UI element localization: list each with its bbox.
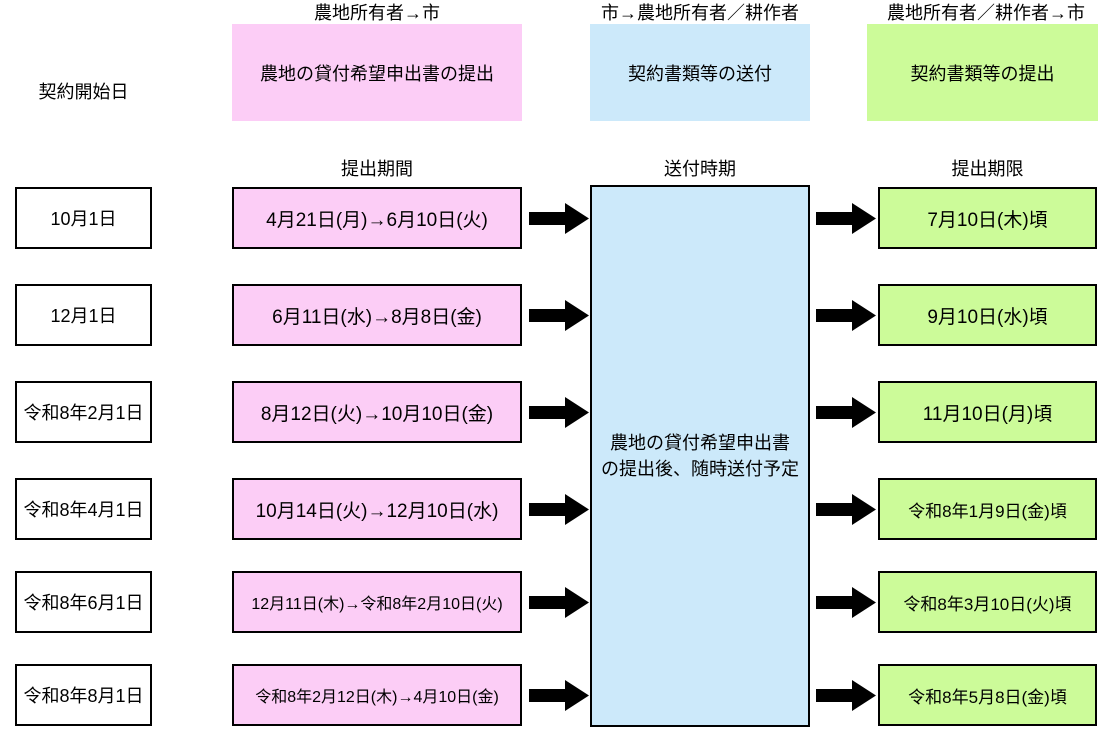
arrow-right-icon xyxy=(529,300,589,331)
sending-note-line2: の提出後、随時送付予定 xyxy=(601,459,799,479)
submission-period-sub-label: 提出期間 xyxy=(341,159,413,179)
arrow-right-icon xyxy=(816,680,876,711)
start-date-box: 令和8年2月1日 xyxy=(15,381,152,443)
sending-note-line1: 農地の貸付希望申出書 xyxy=(610,432,790,453)
sending-note-box: 農地の貸付希望申出書 の提出後、随時送付予定 xyxy=(590,185,810,727)
deadline-box: 7月10日(木)頃 xyxy=(878,187,1097,249)
submission-period-box: 令和8年2月12日(木)→4月10日(金) xyxy=(232,664,522,726)
deadline-box: 令和8年1月9日(金)頃 xyxy=(878,478,1097,540)
arrow-right-icon xyxy=(529,397,589,428)
deadline-box: 9月10日(水)頃 xyxy=(878,284,1097,346)
arrow-right-icon xyxy=(529,203,589,234)
submission-column-header-label: 農地の貸付希望申出書の提出 xyxy=(260,63,494,84)
sending-column-header-label: 契約書類等の送付 xyxy=(628,63,772,84)
arrow-right-icon xyxy=(816,587,876,618)
start-date-box: 令和8年4月1日 xyxy=(15,478,152,540)
start-date-box: 10月1日 xyxy=(15,187,152,249)
arrow-right-icon xyxy=(816,397,876,428)
start-date-box: 12月1日 xyxy=(15,284,152,346)
deadline-sub-label: 提出期限 xyxy=(951,159,1024,179)
arrow-right-icon xyxy=(529,587,589,618)
arrow-right-icon xyxy=(816,203,876,234)
submission-column-header-box: 農地の貸付希望申出書の提出 xyxy=(232,24,522,121)
submission-period-box: 8月12日(火)→10月10日(金) xyxy=(232,381,522,443)
submission-period-box: 4月21日(月)→6月10日(火) xyxy=(232,187,522,249)
flow-label-city-to-owner-cultivator: 市→農地所有者／耕作者 xyxy=(601,3,799,23)
deadline-column-header-label: 契約書類等の提出 xyxy=(910,63,1055,84)
submission-period-box: 10月14日(火)→12月10日(水) xyxy=(232,478,522,540)
deadline-box: 11月10日(月)頃 xyxy=(878,381,1097,443)
submission-period-box: 6月11日(水)→8月8日(金) xyxy=(232,284,522,346)
start-date-box: 令和8年6月1日 xyxy=(15,571,152,633)
arrow-right-icon xyxy=(529,680,589,711)
deadline-box: 令和8年3月10日(火)頃 xyxy=(878,571,1097,633)
arrow-right-icon xyxy=(816,300,876,331)
flow-label-owner-cultivator-to-city: 農地所有者／耕作者→市 xyxy=(887,3,1085,23)
start-date-column-label: 契約開始日 xyxy=(38,82,129,102)
arrow-right-icon xyxy=(529,494,589,525)
arrow-right-icon xyxy=(816,494,876,525)
submission-period-box: 12月11日(木)→令和8年2月10日(火) xyxy=(232,571,522,633)
sending-column-header-box: 契約書類等の送付 xyxy=(590,24,810,121)
sending-time-sub-label: 送付時期 xyxy=(664,159,736,179)
flow-label-owner-to-city: 農地所有者→市 xyxy=(314,3,440,23)
deadline-column-header-box: 契約書類等の提出 xyxy=(867,24,1098,121)
start-date-box: 令和8年8月1日 xyxy=(15,664,152,726)
deadline-box: 令和8年5月8日(金)頃 xyxy=(878,664,1097,726)
